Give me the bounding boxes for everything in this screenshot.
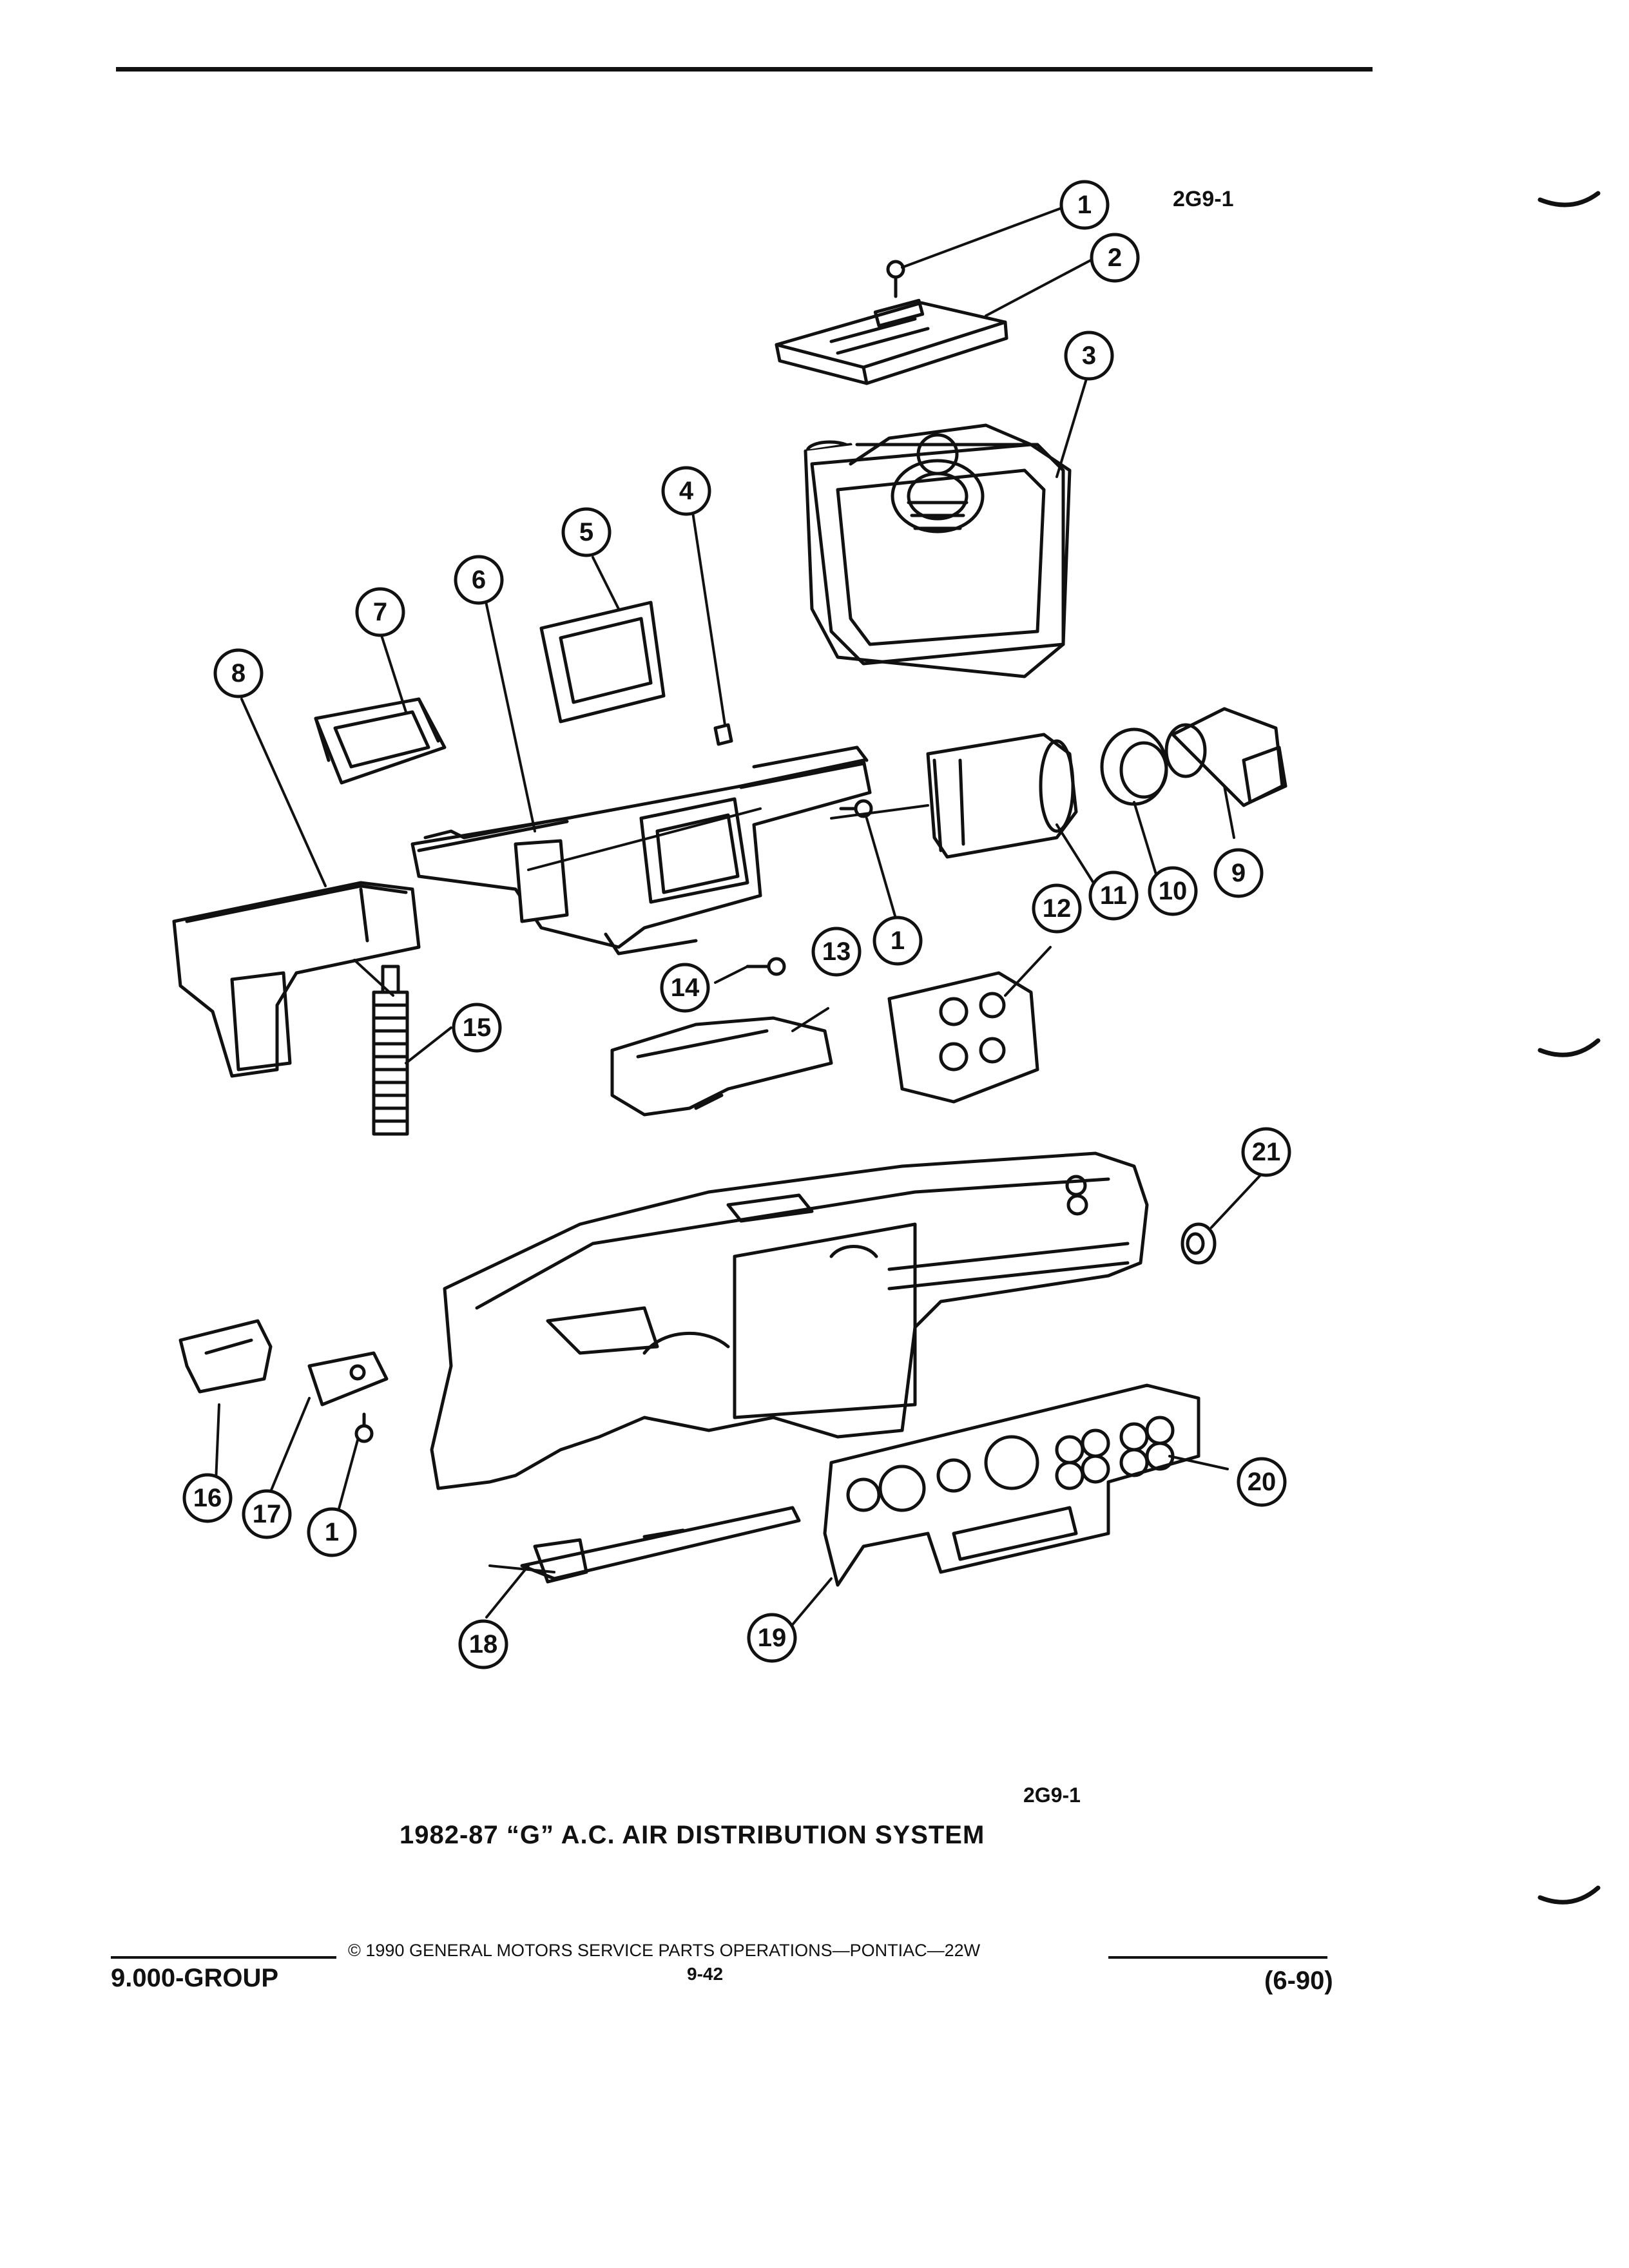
part-lower-duct [610,1016,833,1117]
callout-number: 4 [679,477,694,505]
callout-number: 9 [1231,859,1246,887]
footer-date: (6-90) [1264,1966,1333,1995]
callout-number: 17 [253,1500,282,1528]
callout-number: 14 [671,974,700,1002]
footer-group: 9.000-GROUP [111,1964,279,1992]
callout-number: 16 [193,1484,222,1512]
part-vent-frame [539,601,666,724]
callout-number: 1 [325,1518,339,1546]
callout-number: 21 [1252,1138,1281,1166]
callout-number: 10 [1159,877,1188,905]
footer-rule-left [111,1956,336,1959]
callout-number: 18 [469,1630,498,1658]
callout-number: 12 [1043,894,1072,923]
callout-number: 13 [822,937,851,966]
part-ring [1100,727,1168,806]
part-bracket-17 [307,1351,389,1407]
part-clip [713,723,733,746]
figure-label-top: 2G9-1 [1173,187,1234,211]
callout-number: 20 [1248,1468,1277,1496]
part-elbow [1164,707,1287,807]
part-screw-14 [746,957,786,976]
callout-number: 1 [1077,191,1092,219]
leader-lines [215,205,1261,1641]
part-left-duct [172,881,421,1078]
part-duct-adapter [926,733,1078,859]
part-blower-housing [804,423,1072,678]
part-screw-top [886,260,905,298]
callout-number: 7 [373,598,387,626]
callout-number: 6 [472,566,486,594]
part-screw-lower [354,1412,374,1443]
callout-number: 1 [891,927,905,955]
footer-rule-right [1108,1956,1327,1959]
part-bracket-16 [178,1319,273,1394]
callout-circles [182,180,1291,1669]
callout-number: 11 [1100,881,1127,910]
callout-number: 5 [579,518,593,546]
part-rect-vent [314,697,447,785]
part-screw-middle [839,799,873,818]
part-knob [1181,1222,1217,1265]
binder-marks [1537,191,1601,1905]
part-vent-box [887,971,1039,1104]
part-trim-18 [520,1506,801,1584]
figure-caption: 1982-87 “G” A.C. AIR DISTRIBUTION SYSTEM [400,1821,985,1849]
footer-copyright: © 1990 GENERAL MOTORS SERVICE PARTS OPER… [348,1941,981,1960]
instrument-panel [430,1151,1149,1490]
figure-label-bottom: 2G9-1 [1023,1783,1081,1807]
callout-number: 3 [1082,341,1096,370]
part-main-duct [410,745,872,956]
callout-number: 15 [463,1014,492,1042]
callout-number: 8 [231,659,246,687]
callout-number: 2 [1108,244,1122,272]
callout-number: 19 [758,1624,787,1652]
header-rule [116,67,1373,72]
footer-page-number: 9-42 [687,1964,724,1984]
part-vent-plate [775,298,1008,385]
